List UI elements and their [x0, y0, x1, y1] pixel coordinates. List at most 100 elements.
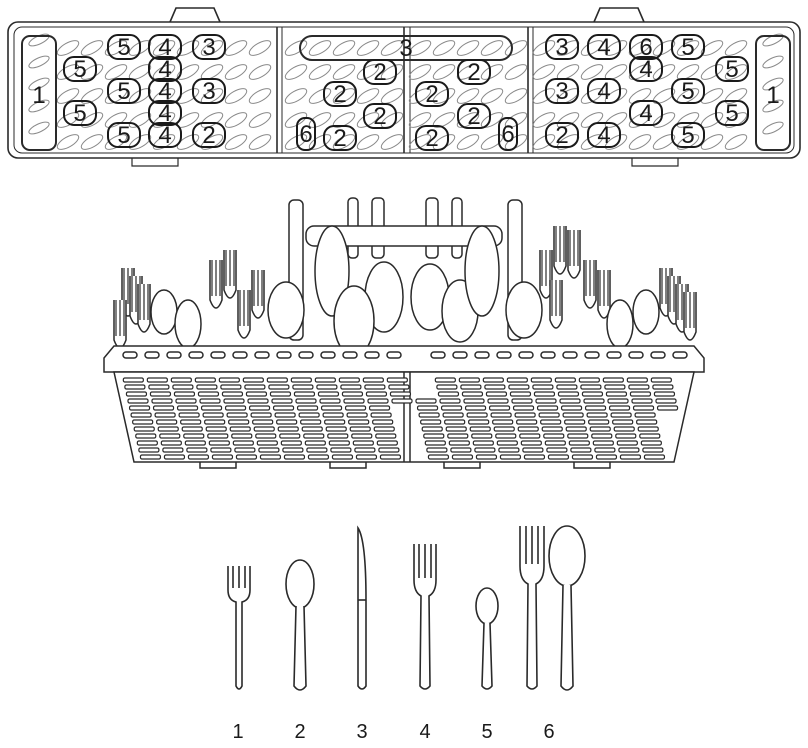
mesh-slot	[652, 384, 674, 390]
spoon-head	[174, 299, 202, 349]
mesh-slot	[584, 405, 607, 411]
mesh-slot	[317, 391, 340, 397]
mesh-slot	[642, 447, 664, 453]
slot-hole	[332, 40, 356, 56]
slot-hole	[724, 40, 748, 56]
slot-outline	[296, 117, 316, 151]
mesh-slot	[250, 412, 272, 418]
mesh-slot	[546, 447, 568, 453]
mesh-slot	[533, 391, 556, 397]
mesh-slot	[655, 398, 677, 404]
mesh-slot	[427, 454, 450, 460]
mesh-slot	[354, 447, 376, 453]
rim-slot-holes	[122, 351, 688, 359]
left-end-label: 1	[32, 82, 45, 109]
mesh-slot	[296, 405, 319, 411]
slot-hole	[152, 40, 176, 56]
slot-hole	[356, 112, 380, 128]
end-slot-hole	[762, 99, 784, 113]
mesh-slot	[224, 405, 247, 411]
legend-number: 5	[481, 721, 492, 743]
mesh-slot	[594, 447, 616, 453]
mesh-slot	[133, 426, 155, 432]
slot-hole	[248, 40, 272, 56]
mesh-slot	[447, 433, 469, 439]
slot-outline	[629, 34, 663, 60]
mesh-slot	[271, 398, 293, 404]
slot-outline	[457, 59, 491, 85]
mesh-slot	[557, 391, 580, 397]
mesh-slot	[592, 440, 614, 446]
slot-outline	[587, 34, 621, 60]
mesh-slot	[320, 405, 343, 411]
slot-number: 3	[555, 78, 568, 105]
slot-hole	[380, 134, 404, 150]
mesh-slot	[325, 426, 347, 432]
mesh-slot	[220, 384, 242, 390]
spoon-head	[267, 281, 305, 339]
mesh-slot	[460, 384, 482, 390]
mesh-slot	[434, 377, 456, 383]
slot-hole	[308, 88, 332, 104]
center-long-slot-label: 3	[399, 35, 412, 62]
slot-number: 5	[73, 56, 86, 83]
end-slot-hole	[28, 55, 50, 69]
slot-outline	[671, 122, 705, 148]
mesh-slot	[472, 440, 494, 446]
mesh-slot	[637, 426, 659, 432]
slot-hole	[504, 64, 528, 80]
rim-hole	[386, 351, 402, 359]
right-end-label: 1	[766, 82, 779, 109]
spoon-head	[150, 289, 178, 335]
mesh-slot	[207, 433, 229, 439]
slot-hole	[248, 134, 272, 150]
slot-outline	[671, 78, 705, 104]
mesh-slot	[248, 405, 271, 411]
mesh-slot	[530, 377, 552, 383]
slot-number: 2	[467, 59, 480, 86]
mesh-slot	[541, 426, 563, 432]
mesh-slot	[244, 384, 266, 390]
slot-hole	[176, 88, 200, 104]
slot-number: 5	[681, 34, 694, 61]
knife-icon	[357, 525, 367, 690]
mesh-slot	[591, 433, 613, 439]
slot-hole	[456, 64, 480, 80]
mesh-slot	[445, 426, 467, 432]
mesh-slot	[511, 398, 533, 404]
mesh-slot	[439, 398, 461, 404]
mesh-slot	[538, 412, 560, 418]
slot-outline	[323, 125, 357, 151]
slot-number: 6	[501, 121, 514, 148]
mesh-slot	[523, 454, 546, 460]
mesh-slot	[349, 426, 371, 432]
fork-head	[223, 250, 237, 299]
dinner-fork-icon	[413, 544, 437, 690]
fork-head	[113, 300, 127, 349]
slot-outline	[629, 100, 663, 126]
mesh-slot	[379, 454, 402, 460]
slot-hole	[200, 112, 224, 128]
mesh-slot	[170, 377, 192, 383]
spoon-head	[464, 225, 500, 317]
slot-hole	[224, 40, 248, 56]
slot-hole	[480, 64, 504, 80]
mesh-slot	[373, 426, 395, 432]
slot-hole	[628, 64, 652, 80]
fork-head	[567, 230, 581, 279]
mesh-slot	[162, 447, 184, 453]
slot-outline	[107, 122, 141, 148]
utensil-legend	[227, 525, 586, 691]
mesh-slot	[331, 454, 354, 460]
mesh-slot	[631, 398, 653, 404]
mesh-slot	[571, 454, 594, 460]
slot-hole	[456, 40, 480, 56]
slot-number: 2	[333, 81, 346, 108]
rim-hole	[298, 351, 314, 359]
mesh-slot	[493, 426, 515, 432]
slot-number: 4	[158, 100, 171, 127]
slot-number: 2	[373, 103, 386, 130]
mesh-slot	[650, 377, 672, 383]
rim-hole	[320, 351, 336, 359]
